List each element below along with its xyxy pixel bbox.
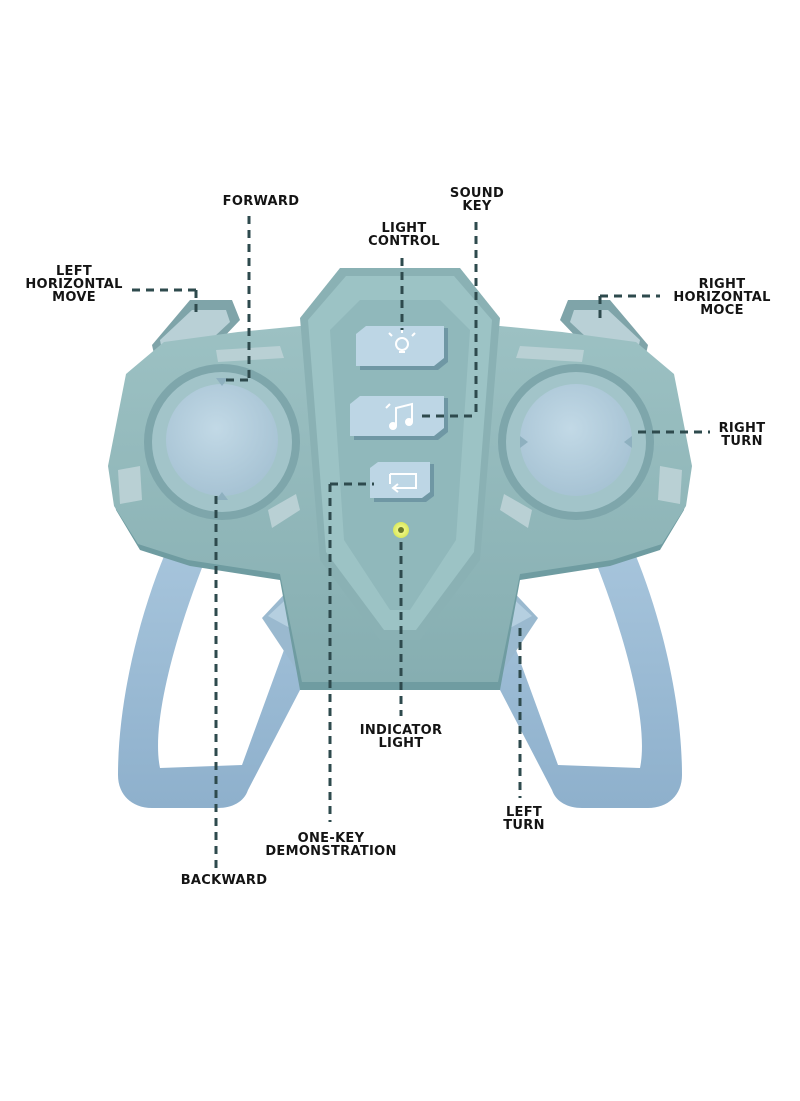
sound-key-button[interactable]: [350, 396, 448, 440]
left-grip: [118, 542, 326, 808]
label-backward: BACKWARD: [180, 873, 268, 888]
label-one-key-demonstration: ONE-KEY DEMONSTRATION: [265, 831, 397, 859]
label-right-horizontal-moce: RIGHT HORIZONTAL MOCE: [673, 277, 771, 318]
one-key-demonstration-button[interactable]: [370, 462, 434, 502]
label-left-turn: LEFT TURN: [503, 805, 545, 833]
label-left-horizontal-move: LEFT HORIZONTAL MOVE: [25, 264, 123, 305]
label-indicator-light: INDICATOR LIGHT: [359, 723, 443, 751]
light-control-button[interactable]: [356, 326, 448, 370]
label-forward: FORWARD: [222, 194, 300, 209]
demo-return-icon: [389, 473, 417, 493]
label-sound-key: SOUND KEY: [449, 186, 505, 214]
right-joystick[interactable]: [498, 364, 654, 520]
right-grip: [474, 542, 682, 808]
indicator-light: [393, 522, 409, 538]
label-right-turn: RIGHT TURN: [718, 421, 766, 449]
music-note-icon: [385, 402, 413, 430]
light-bulb-icon: [388, 330, 416, 353]
left-joystick[interactable]: [144, 364, 300, 520]
label-light-control: LIGHT CONTROL: [368, 221, 440, 249]
leader-lines: [132, 216, 710, 870]
